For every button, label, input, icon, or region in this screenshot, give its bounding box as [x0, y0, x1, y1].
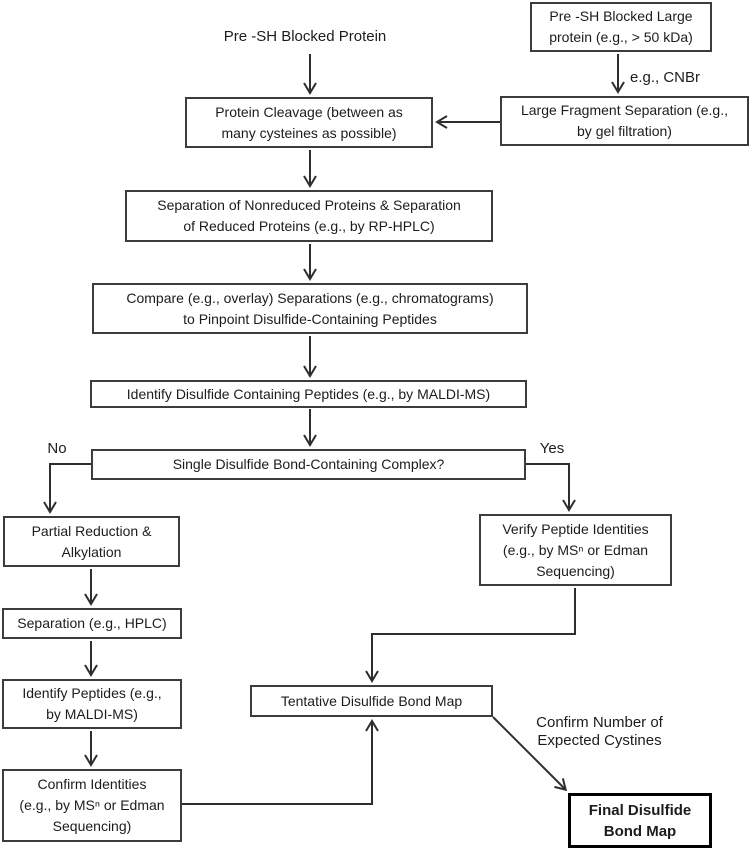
arrow-decision-no-branch — [43, 463, 91, 514]
node-single-disulfide-complex: Single Disulfide Bond-Containing Complex… — [91, 449, 526, 480]
node-verify-peptide-identities: Verify Peptide Identities (e.g., by MSⁿ … — [479, 514, 672, 586]
label-cnbr: e.g., CNBr — [630, 69, 701, 86]
node-identify-peptides: Identify Peptides (e.g., by MALDI-MS) — [2, 679, 182, 729]
label-pre-sh-blocked-protein: Pre -SH Blocked Protein — [223, 28, 387, 45]
node-identify-disulfide-peptides: Identify Disulfide Containing Peptides (… — [90, 380, 527, 408]
arrow-verify-to-tentative — [365, 588, 576, 683]
label-no: No — [47, 440, 67, 457]
node-protein-cleavage: Protein Cleavage (between as many cystei… — [185, 97, 433, 148]
node-large-fragment-separation: Large Fragment Separation (e.g., by gel … — [500, 96, 749, 146]
node-confirm-identities: Confirm Identities (e.g., by MSⁿ or Edma… — [2, 769, 182, 842]
label-yes: Yes — [539, 440, 565, 457]
node-tentative-disulfide-map: Tentative Disulfide Bond Map — [250, 685, 493, 717]
node-final-disulfide-map: Final Disulfide Bond Map — [568, 793, 712, 848]
node-separation-nonreduced-reduced: Separation of Nonreduced Proteins & Sepa… — [125, 190, 493, 242]
arrow-decision-yes-branch — [526, 463, 576, 512]
label-confirm-number-expected-cystines: Confirm Number of Expected Cystines — [536, 714, 663, 749]
arrow-confirm-to-tentative — [182, 719, 379, 805]
node-pre-sh-blocked-large: Pre -SH Blocked Large protein (e.g., > 5… — [530, 2, 712, 52]
arrow-tentative-to-final — [492, 716, 568, 792]
node-compare-separations: Compare (e.g., overlay) Separations (e.g… — [92, 283, 528, 334]
node-partial-reduction-alkylation: Partial Reduction & Alkylation — [3, 516, 180, 567]
node-separation-hplc: Separation (e.g., HPLC) — [2, 608, 182, 639]
